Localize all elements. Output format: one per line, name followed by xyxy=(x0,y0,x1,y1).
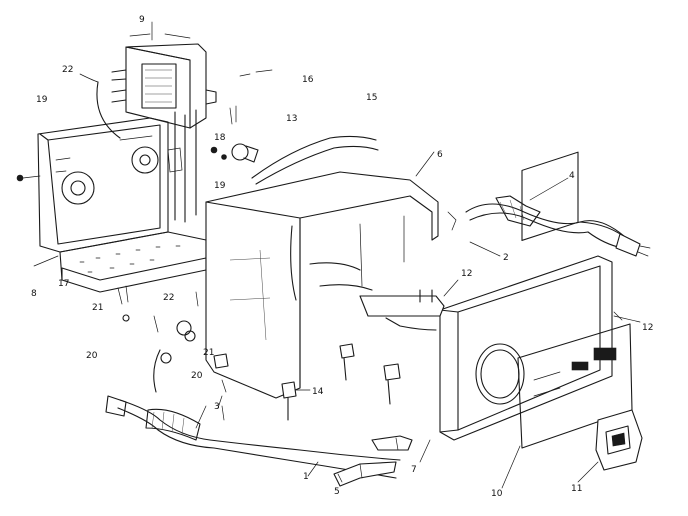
rear-panel-part xyxy=(16,117,169,253)
power-cord-part xyxy=(465,195,651,257)
callout-4: 4 xyxy=(569,171,575,181)
front-panel-part xyxy=(439,151,613,441)
callout-1: 1 xyxy=(303,472,309,482)
callout-12: 12 xyxy=(461,269,472,279)
transformer-part xyxy=(96,33,217,223)
cabinet-cover-part xyxy=(205,171,439,399)
callout-19: 19 xyxy=(36,95,48,105)
callout-21: 21 xyxy=(92,303,103,313)
callout-6: 6 xyxy=(437,150,443,160)
callout-10: 10 xyxy=(491,489,503,499)
callout-7: 7 xyxy=(411,465,417,475)
base-plate-part xyxy=(59,231,207,293)
callout-5: 5 xyxy=(334,487,340,497)
callout-19: 19 xyxy=(214,181,226,191)
callout-17: 17 xyxy=(58,279,69,289)
callout-12: 12 xyxy=(642,323,653,333)
callout-8: 8 xyxy=(31,289,37,299)
callout-11: 11 xyxy=(571,484,582,494)
callout-20: 20 xyxy=(191,371,203,381)
callout-labels: 9 22 19 16 15 13 18 19 6 4 2 17 8 21 22 … xyxy=(31,15,653,499)
callout-13: 13 xyxy=(286,114,297,124)
callout-2: 2 xyxy=(503,253,509,263)
hardware-parts xyxy=(117,69,623,421)
callout-15: 15 xyxy=(366,93,377,103)
callout-22: 22 xyxy=(163,293,174,303)
battery-cable-part xyxy=(105,349,401,479)
callout-9: 9 xyxy=(139,15,145,25)
callout-20: 20 xyxy=(86,351,98,361)
leader-lines xyxy=(33,21,641,489)
battery-clamp-part xyxy=(333,435,413,487)
callout-14: 14 xyxy=(312,387,324,397)
switch-part xyxy=(595,409,643,471)
callout-16: 16 xyxy=(302,75,314,85)
callout-22: 22 xyxy=(62,65,73,75)
callout-3: 3 xyxy=(214,402,220,412)
callout-21: 21 xyxy=(203,348,214,358)
callout-18: 18 xyxy=(214,133,226,143)
